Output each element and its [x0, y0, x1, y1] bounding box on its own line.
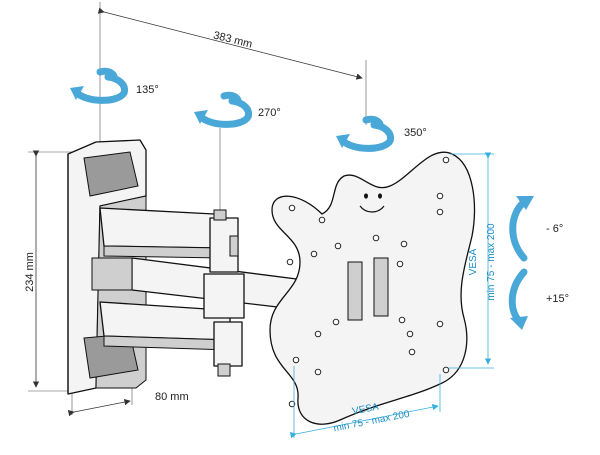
vesa-vertical-dimension: VESA min 75 - max 200 [448, 152, 497, 369]
vesa-v-title: VESA [468, 248, 479, 275]
tilt-up-arrow: - 6° [509, 196, 563, 262]
width-label: 383 mm [212, 29, 253, 50]
vesa-v-range: min 75 - max 200 [486, 223, 497, 301]
plate-rotation-label: 350° [404, 127, 427, 139]
tilt-down-label: +15° [546, 293, 569, 305]
rotation-arrow-plate: 350° [336, 115, 427, 152]
tilt-down-arrow: +15° [508, 268, 569, 330]
rotation-arrow-arm: 270° [194, 91, 281, 128]
tilt-up-label: - 6° [546, 223, 563, 235]
arm-rotation-label: 270° [258, 107, 281, 119]
wall-rotation-label: 135° [136, 84, 159, 96]
height-label: 234 mm [24, 252, 36, 292]
upper-arm [99, 207, 223, 259]
vesa-plate [269, 151, 476, 425]
depth-label: 80 mm [155, 391, 189, 403]
vesa-h-title: VESA [351, 402, 380, 418]
height-dimension: 234 mm [24, 150, 72, 392]
arm-joint-lower [213, 321, 243, 377]
arm-joint-upper [209, 209, 239, 273]
rotation-arrow-wall: 135° [70, 67, 159, 104]
arm-hinge [203, 273, 245, 319]
